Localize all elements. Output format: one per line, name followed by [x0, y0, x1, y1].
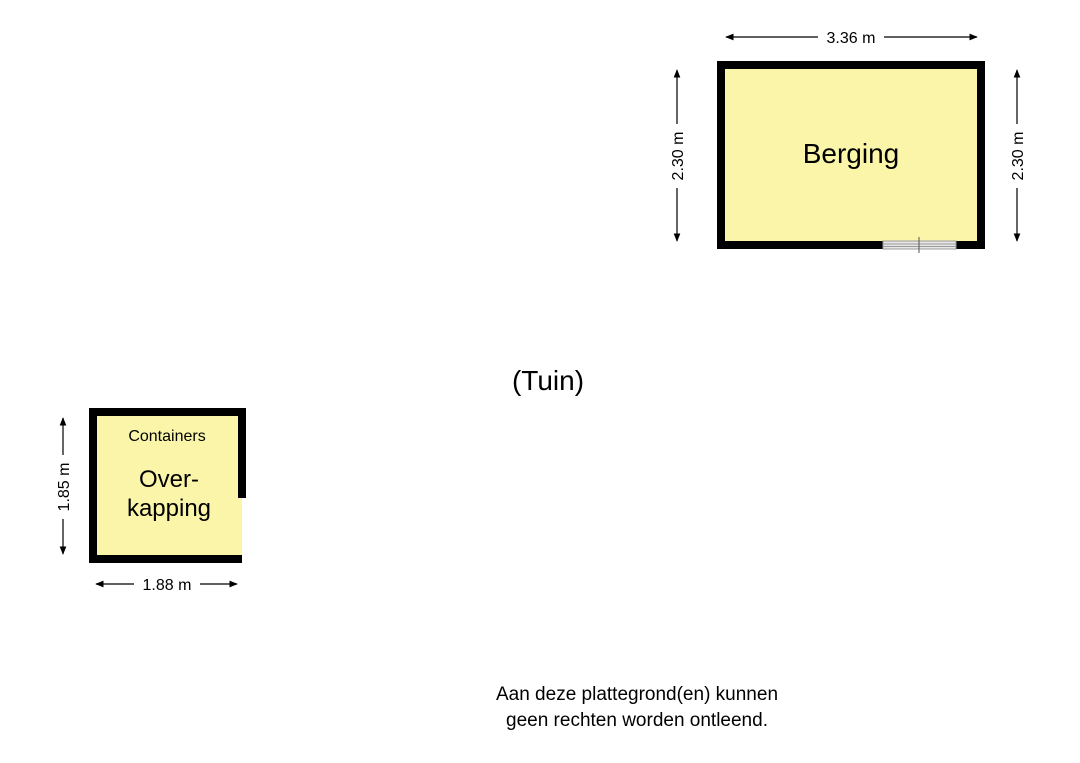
room-label-berging: Berging [803, 138, 900, 169]
dimension-overkapping-width: 1.88 m [95, 577, 238, 594]
area-label-tuin: (Tuin) [512, 365, 584, 396]
wall-overkapping-left [89, 408, 97, 563]
wall-overkapping-bottom [89, 555, 242, 563]
room-overkapping-floor [94, 414, 242, 558]
berging-window [882, 237, 957, 253]
dimension-label-overkapping-height: 1.85 m [56, 463, 73, 512]
wall-berging-bottom-left [717, 241, 883, 249]
disclaimer-line-1: Aan deze plattegrond(en) kunnen [495, 684, 779, 705]
room-berging: Berging [717, 61, 985, 253]
room-label-overkapping-line1: Over- [139, 466, 199, 493]
room-sublabel-overkapping: Containers [128, 428, 205, 445]
dimension-berging-height-left: 2.30 m [670, 69, 687, 242]
wall-overkapping-top [89, 408, 246, 416]
dimension-label-berging-height-left: 2.30 m [670, 132, 687, 181]
room-berging-floor [722, 66, 981, 245]
dimension-overkapping-height: 1.85 m [56, 417, 73, 555]
room-label-overkapping-line2: kapping [127, 495, 211, 522]
disclaimer-line-2: geen rechten worden ontleend. [506, 710, 768, 731]
wall-overkapping-right [238, 408, 246, 498]
wall-berging-top [717, 61, 985, 69]
room-overkapping: Containers Over- kapping [89, 408, 246, 563]
dimension-label-berging-width: 3.36 m [827, 30, 876, 47]
dimension-berging-height-right: 2.30 m [1010, 69, 1027, 242]
dimension-label-overkapping-width: 1.88 m [143, 577, 192, 594]
wall-berging-left [717, 61, 725, 249]
wall-berging-bottom-right [956, 241, 985, 249]
dimension-label-berging-height-right: 2.30 m [1010, 132, 1027, 181]
wall-berging-right [977, 61, 985, 249]
disclaimer: Aan deze plattegrond(en) kunnen geen rec… [437, 682, 837, 734]
dimension-berging-width: 3.36 m [725, 30, 978, 47]
